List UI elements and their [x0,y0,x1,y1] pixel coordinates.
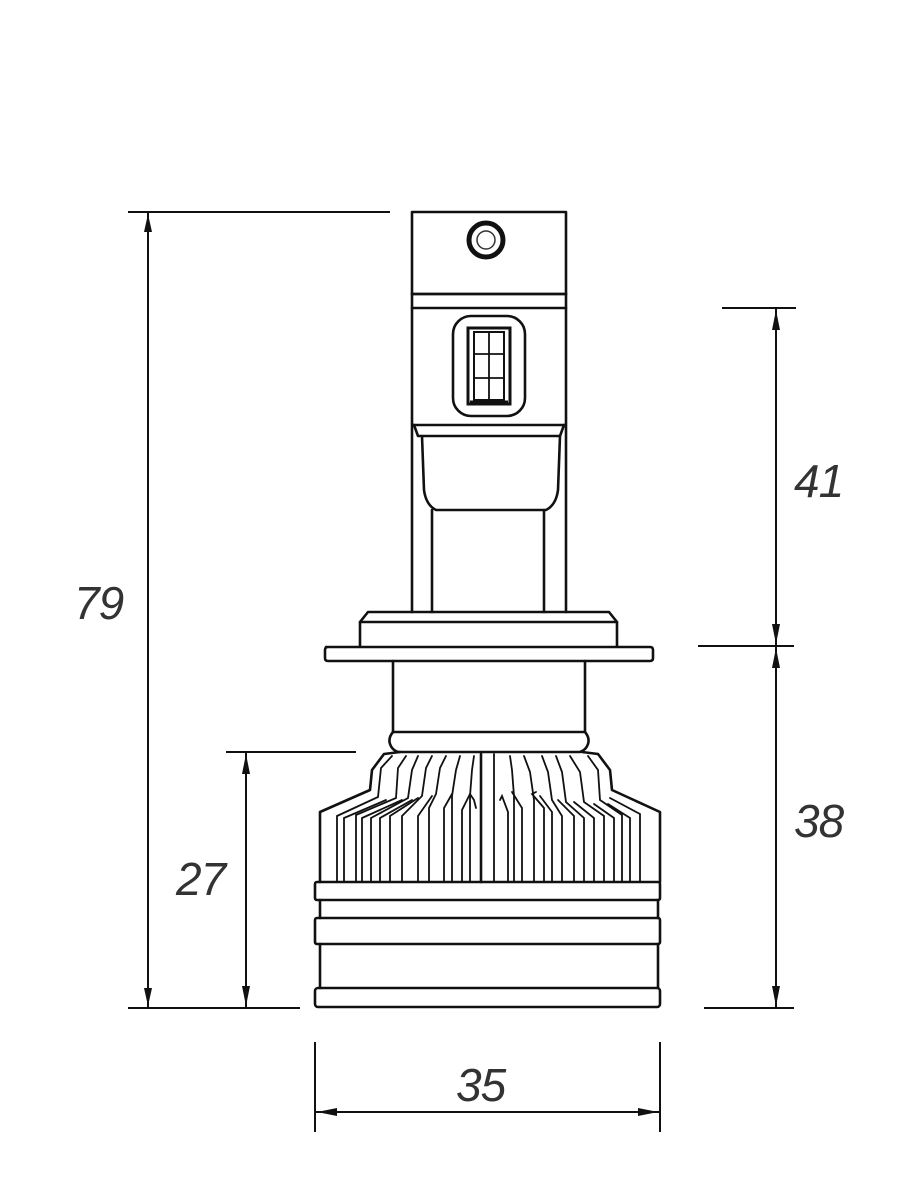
arrow-left-icon [317,1108,337,1116]
arrow-right-icon [638,1108,658,1116]
dimension-79 [128,211,390,1009]
arrow-down-icon [144,988,152,1006]
arrow-up-icon [144,214,152,232]
led-chip-board [410,292,568,614]
dimension-38 [704,646,794,1009]
dimension-label-upper-height: 41 [794,455,844,507]
dimension-35 [314,1042,661,1132]
dimension-41 [698,307,796,647]
stem [388,659,590,754]
mounting-collar [358,610,619,648]
arrow-up-icon [772,310,780,330]
base-rings [313,880,662,1009]
arrow-down-icon [772,986,780,1006]
neck [412,423,566,614]
dimension-label-lower-height: 38 [794,795,844,847]
mounting-hole-icon [466,220,506,260]
heatsink-fins [318,750,662,884]
dimension-label-heatsink-height: 27 [176,853,226,905]
dimension-label-base-width: 35 [456,1059,506,1111]
dimension-label-overall-height: 79 [74,577,124,629]
arrow-up-icon [242,754,250,774]
flange [323,645,655,663]
arrow-up-icon [772,648,780,668]
dimension-27 [226,751,356,1008]
led-chip-icon [466,326,512,406]
connector-tab [410,210,568,310]
arrow-down-icon [772,624,780,644]
arrow-down-icon [242,986,250,1006]
